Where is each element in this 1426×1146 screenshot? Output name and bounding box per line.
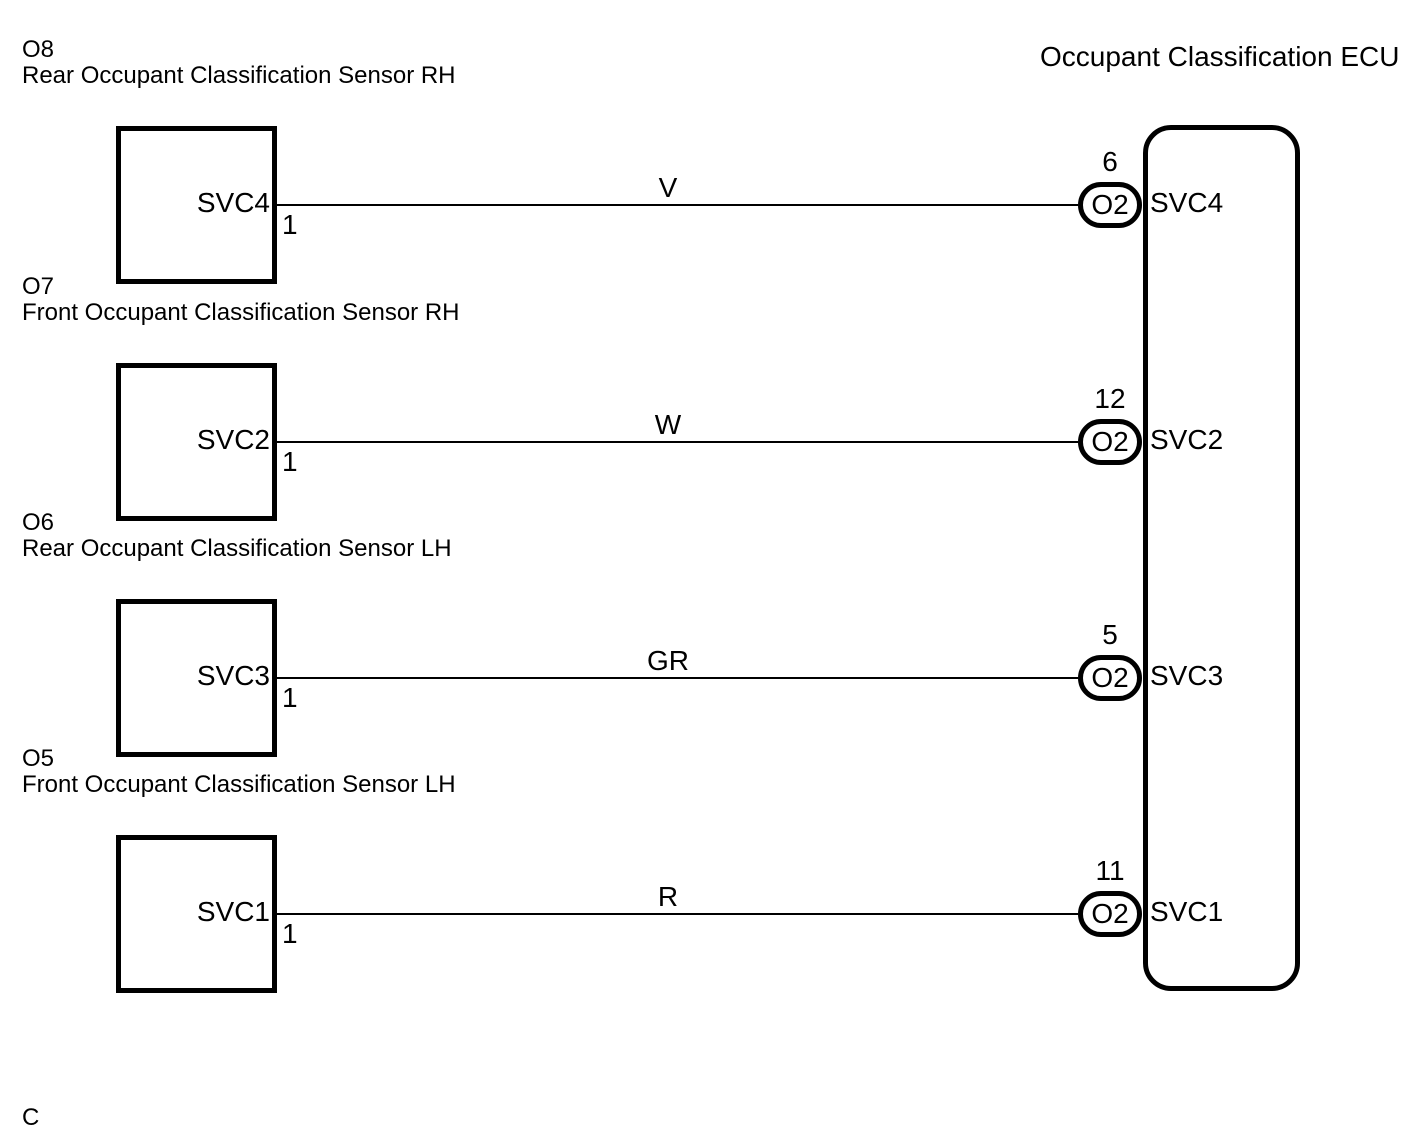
ecu-connector-oval: O2 [1078,891,1142,937]
sensor-box [116,599,277,757]
wire-color-label: R [657,881,679,912]
sensor-pin-number: 1 [282,918,298,949]
ecu-pin-number: 6 [1102,146,1118,177]
ecu-connector-oval: O2 [1078,655,1142,701]
sensor-box [116,126,277,284]
connector-name: Front Occupant Classification Sensor LH [22,771,456,798]
connector-name: Rear Occupant Classification Sensor LH [22,535,452,562]
connector-name: Rear Occupant Classification Sensor RH [22,62,456,89]
sensor-pin-number: 1 [282,682,298,713]
ecu-connector-code: O2 [1091,426,1129,457]
sensor-terminal-label: SVC3 [196,660,270,691]
sensor-pin-number: 1 [282,209,298,240]
connector-name: Front Occupant Classification Sensor RH [22,299,460,326]
wire-color-label: GR [647,645,689,676]
wire-line [277,441,1078,443]
ecu-pin-number: 11 [1095,855,1125,886]
ecu-connector-code: O2 [1091,189,1129,220]
connector-code: O8 [22,36,55,63]
footer-note: C [22,1104,40,1131]
sensor-box [116,835,277,993]
connector-code: O6 [22,509,55,536]
wire-line [277,913,1078,915]
sensor-terminal-label: SVC4 [196,187,270,218]
sensor-terminal-label: SVC1 [196,896,270,927]
sensor-pin-number: 1 [282,446,298,477]
sensor-terminal-label: SVC2 [196,424,270,455]
wire-line [277,204,1078,206]
wire-color-label: V [658,172,678,203]
ecu-connector-code: O2 [1091,898,1129,929]
ecu-pin-number: 5 [1102,619,1118,650]
ecu-connector-code: O2 [1091,662,1129,693]
wire-color-label: W [654,409,682,440]
ecu-box [1143,125,1300,991]
ecu-connector-oval: O2 [1078,419,1142,465]
wire-line [277,677,1078,679]
ecu-title: Occupant Classification ECU [1040,41,1400,72]
ecu-pin-number: 12 [1094,383,1126,414]
connector-code: O7 [22,273,55,300]
ecu-connector-oval: O2 [1078,182,1142,228]
connector-code: O5 [22,745,55,772]
sensor-box [116,363,277,521]
